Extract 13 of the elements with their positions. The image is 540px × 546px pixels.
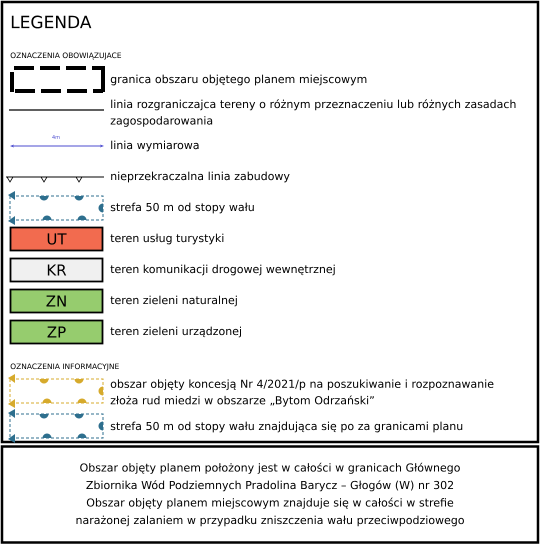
- legend-text: strefa 50 m od stopy wału: [110, 202, 254, 214]
- legend-text: granica obszaru objętego planem miejscowym: [110, 74, 366, 86]
- legend-title: LEGENDA: [12, 16, 92, 28]
- legend-text: linia rozgraniczajca tereny o różnym przeznaczeniu lub różnych zasadach zagospodarowania: [110, 99, 516, 127]
- note-box: Obszar objęty planem położony jest w całości w granicach Głównego Zbiornika Wód Podziemnych Pradolina Barycz – Głogów (W) nr 302 Obszar objęty planem miejscowym znajduje się w całości w strefie narażonej zalaniem w przypadku zniszczenia wału przeciwpodziowego: [0, 445, 540, 544]
- legend-text: teren komunikacji drogowej wewnętrznej: [110, 264, 335, 276]
- legend-text: linia wymiarowa: [111, 140, 199, 152]
- legend-text: strefa 50 m od stopy wału znajdująca się po za granicami planu: [110, 422, 462, 432]
- legend-text: teren zieleni naturalnej: [110, 296, 237, 306]
- legend-text: teren usług turystyki: [110, 234, 224, 244]
- legend-text: obszar objęty koncesją Nr 4/2021/p na poszukiwanie i rozpoznawanie złoża rud miedzi w obszarze „Bytom Odrzański”: [110, 379, 494, 407]
- legend-text: nieprzekraczalna linia zabudowy: [111, 172, 290, 182]
- legend-text: teren zieleni urządzonej: [110, 326, 241, 338]
